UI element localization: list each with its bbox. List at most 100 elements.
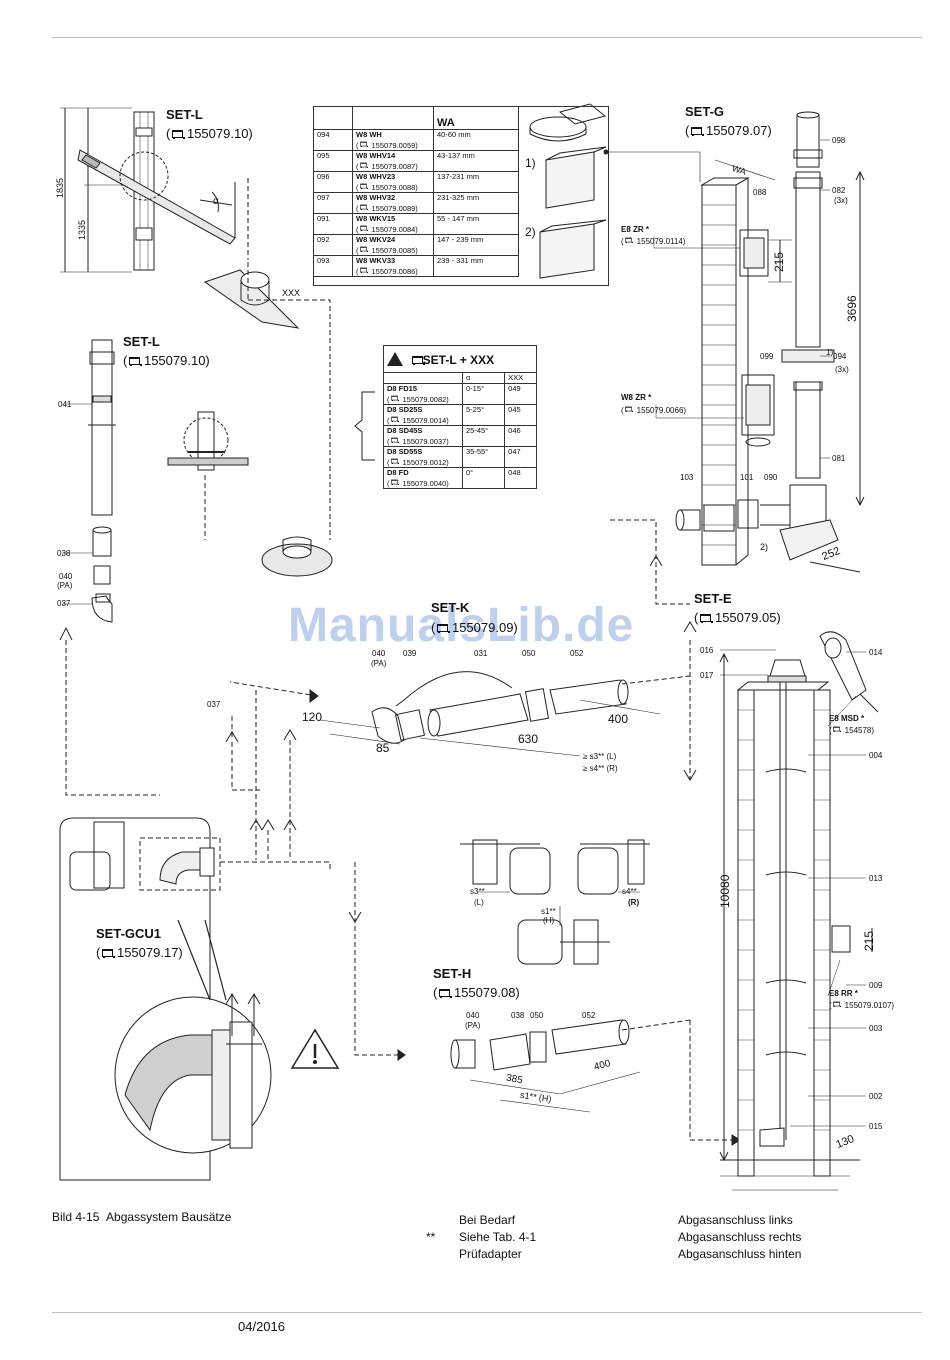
table-row: 092 W8 WKV24(155079.0085) 147 - 239 mm: [313, 234, 519, 256]
row-xxx: 048: [504, 467, 537, 489]
cart-icon: [359, 246, 368, 252]
legend-mark: [426, 1212, 456, 1229]
figure-caption: Bild 4-15 Abgassystem Bausätze: [52, 1210, 231, 1224]
set-e-code: ( 155079.05): [694, 610, 781, 625]
xxx-table-header: SET-L + XXX: [422, 352, 495, 367]
warning-icon: [387, 351, 403, 366]
header-rule: [52, 37, 922, 38]
set-gcu1-title: SET-GCU1: [96, 926, 162, 941]
cart-icon: [437, 988, 453, 998]
row-code: 155079.0088: [371, 183, 416, 192]
label-marker-2: 2): [760, 542, 769, 552]
set-h-title: SET-H: [433, 966, 472, 981]
legend-mark: [426, 1246, 456, 1263]
row-alpha: 0°: [461, 467, 506, 489]
dim-400-top: 400: [608, 712, 629, 726]
w8-zr-code: (155079.0066): [621, 406, 687, 415]
set-h-label-052: 052: [582, 1011, 596, 1020]
cart-icon: [832, 1001, 841, 1007]
label-marker-1: 1): [826, 348, 834, 357]
set-h-label-050: 050: [530, 1011, 544, 1020]
label-037: 037: [57, 599, 71, 608]
label-098: 098: [832, 136, 846, 145]
set-k-label-037: 037: [207, 700, 221, 709]
row-code: 155079.0089: [371, 204, 416, 213]
wa-table-frame: [313, 106, 609, 286]
dim-s1-h-sub: (H): [543, 916, 555, 925]
set-e-label-003: 003: [869, 1024, 883, 1033]
table-row: D8 FD(155079.0040) 0° 048: [383, 467, 537, 489]
wa-table: WA 094 W8 WH(155079.0059) 40-60 mm 095 W…: [313, 106, 519, 277]
set-e-title: SET-E: [694, 591, 732, 606]
dim-10080: 10080: [718, 874, 732, 908]
row-name: W8 WKV24: [356, 235, 396, 244]
set-k-label-031: 031: [474, 649, 488, 658]
roof-flashing-drawing: [203, 269, 300, 329]
set-k-label-052: 052: [570, 649, 584, 658]
row-name: D8 SD45S: [387, 426, 423, 435]
legend-marks: **: [426, 1212, 456, 1263]
set-h-label-pa: (PA): [465, 1021, 481, 1030]
row-range: 239 - 331 mm: [433, 255, 519, 277]
row-name: W8 WH: [356, 130, 382, 139]
table-row: D8 SD45S(155079.0037) 25-45° 046: [383, 425, 537, 447]
row-number: 093: [313, 255, 353, 277]
dim-s3-left-sub: (L): [474, 898, 484, 907]
table-row: D8 SD25S(155079.0014) 5-25° 045: [383, 404, 537, 426]
set-k-title: SET-K: [431, 600, 470, 615]
row-xxx: 046: [504, 425, 537, 447]
footer-rule: [52, 1312, 922, 1313]
table-row: 093 W8 WKV33(155079.0086) 239 - 331 mm: [313, 255, 519, 277]
figure-title: Abgassystem Bausätze: [106, 1210, 232, 1224]
cart-icon: [390, 416, 399, 422]
legend-item: Prüfadapter: [459, 1247, 522, 1261]
set-e-label-013: 013: [869, 874, 883, 883]
set-e-drawing: [719, 631, 879, 1191]
set-e-label-002: 002: [869, 1092, 883, 1101]
row-name: W8 WKV33: [356, 256, 396, 265]
set-l-roof-drawing: [60, 107, 236, 273]
cart-icon: [100, 948, 116, 958]
cart-icon: [689, 126, 705, 136]
cart-icon: [359, 183, 368, 189]
set-h-label-040: 040: [466, 1011, 480, 1020]
xxx-column-header: XXX: [504, 372, 537, 384]
set-k-label-pa: (PA): [371, 659, 387, 668]
dim-s4-right-sub: (R): [628, 898, 640, 907]
wa-marker-2: 2): [525, 225, 536, 239]
label-082: 082: [832, 186, 846, 195]
row-xxx: 049: [504, 383, 537, 405]
legend-item: Abgasanschluss rechts: [678, 1230, 802, 1244]
e8-rr-label: E8 RR *: [829, 989, 858, 998]
row-code: 155079.0086: [371, 267, 416, 276]
dim-s1-h: s1**: [541, 907, 556, 916]
set-k-label-040: 040: [372, 649, 386, 658]
row-name: W8 WHV14: [356, 151, 396, 160]
label-3x-b: (3x): [835, 365, 849, 374]
connection-variants-drawing: [460, 839, 650, 965]
row-alpha: 0-15°: [461, 383, 506, 405]
cart-icon: [359, 204, 368, 210]
row-alpha: 5-25°: [461, 404, 506, 426]
e8-msd-label: E8 MSD *: [829, 714, 865, 723]
flat-roof-detail: [167, 411, 249, 471]
row-name: D8 FD: [387, 468, 409, 477]
legend-mark: **: [426, 1230, 436, 1244]
set-k-drawing: [229, 671, 661, 757]
legend-item: Bei Bedarf: [459, 1213, 516, 1227]
row-code: 155079.0012: [402, 458, 447, 467]
e8-rr-code: (155079.0107): [829, 1001, 895, 1010]
cart-icon: [170, 129, 186, 139]
cart-icon: [435, 623, 451, 633]
cart-icon: [359, 267, 368, 273]
row-code: 155079.0040: [402, 479, 447, 488]
row-alpha: 35-55°: [461, 446, 506, 468]
label-088: 088: [753, 188, 767, 197]
legend-item: Siehe Tab. 4-1: [459, 1230, 537, 1244]
dim-215-bottom: 215: [862, 930, 876, 951]
set-l-xxx-table: SET-L + XXX α XXX D8 FD15(155079.0082) 0…: [383, 345, 537, 489]
label-103: 103: [680, 473, 694, 482]
label-038: 038: [57, 549, 71, 558]
label-041: 041: [58, 400, 72, 409]
label-090: 090: [764, 473, 778, 482]
